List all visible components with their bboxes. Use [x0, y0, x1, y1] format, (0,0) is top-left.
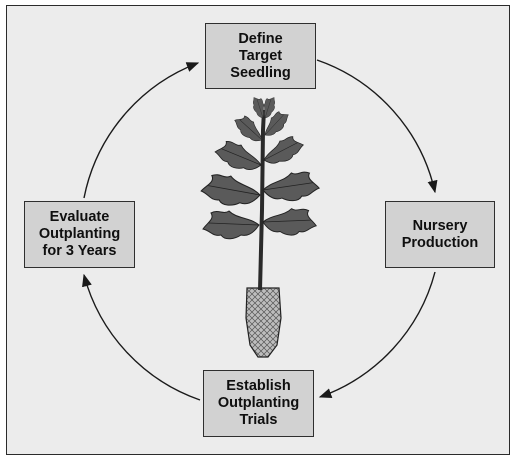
step-label: Define Target Seedling	[230, 30, 291, 81]
arrow-establish-to-evaluate	[82, 273, 201, 401]
step-evaluate-outplanting: Evaluate Outplanting for 3 Years	[24, 201, 135, 268]
seedling-stem	[258, 109, 266, 291]
step-label: Establish Outplanting Trials	[217, 378, 300, 428]
arrow-define-to-nursery	[316, 59, 438, 194]
step-label: Nursery Production	[401, 217, 479, 251]
step-nursery-production: Nursery Production	[385, 201, 495, 268]
arrow-evaluate-to-define	[83, 62, 200, 199]
step-define-target-seedling: Define Target Seedling	[205, 23, 316, 89]
root-plug-icon	[245, 287, 282, 358]
arrow-nursery-to-establish	[318, 271, 436, 398]
step-establish-outplanting-trials: Establish Outplanting Trials	[203, 370, 314, 437]
step-label: Evaluate Outplanting for 3 Years	[38, 209, 121, 259]
seedling-illustration	[199, 94, 321, 358]
